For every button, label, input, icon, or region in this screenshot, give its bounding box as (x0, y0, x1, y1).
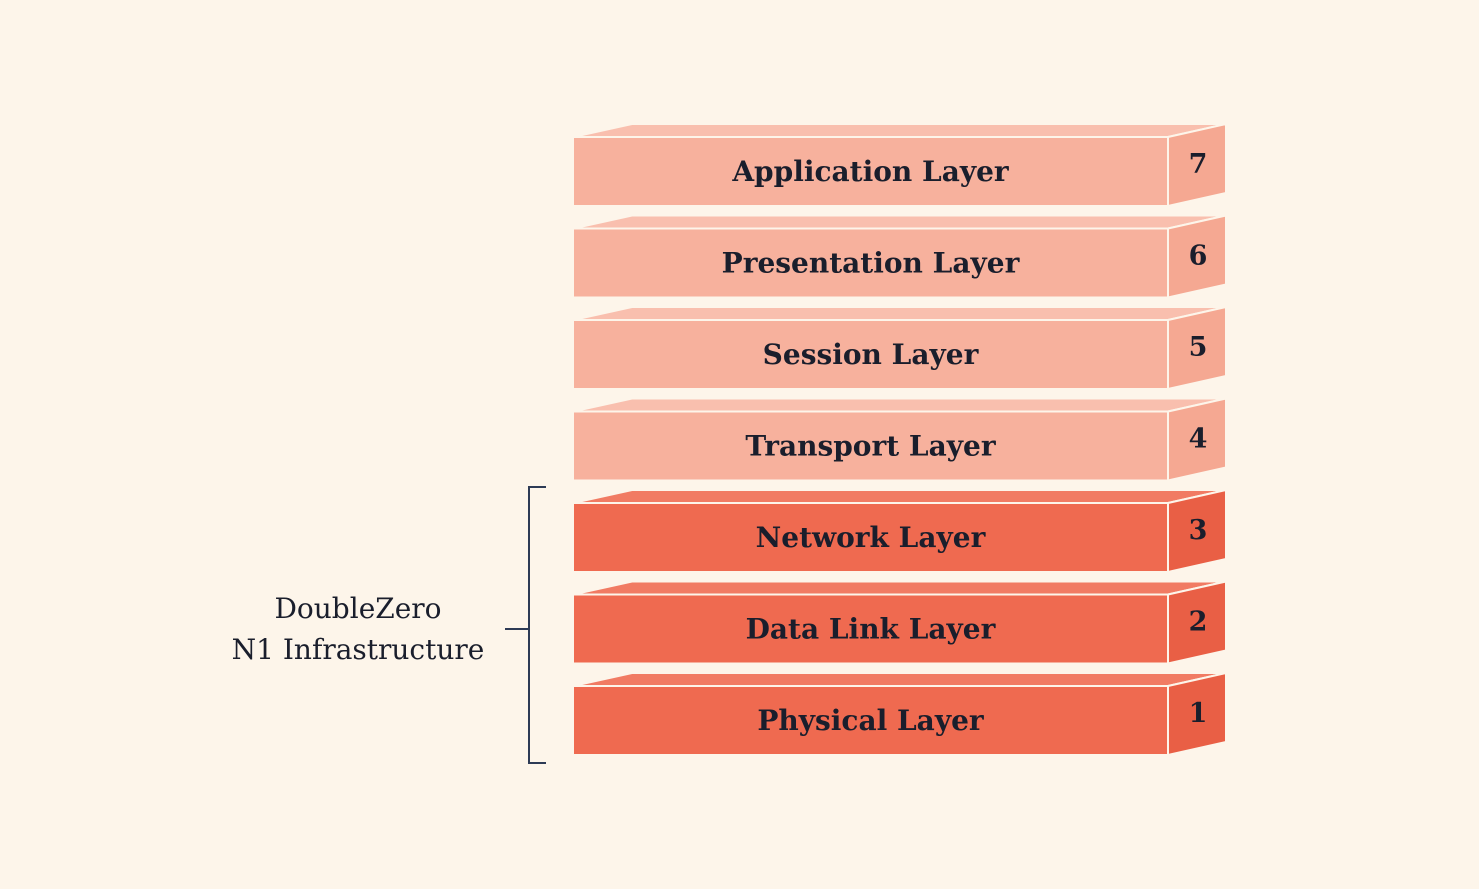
layer-label: Network Layer (756, 521, 987, 554)
layer-front-face (572, 319, 1169, 390)
layer-block-5: Session Layer 5 (572, 306, 1227, 390)
layer-front-face (572, 502, 1169, 573)
layer-top-face (572, 306, 1227, 321)
group-caption-line-2: N1 Infrastructure (231, 633, 485, 666)
layer-number: 7 (1189, 149, 1208, 180)
layer-block-2: Data Link Layer 2 (572, 580, 1227, 665)
layer-label: Session Layer (763, 338, 980, 371)
layer-block-1: Physical Layer 1 (572, 672, 1227, 756)
layer-number: 1 (1189, 698, 1208, 729)
layer-block-4: Transport Layer 4 (572, 397, 1227, 482)
layer-number: 3 (1189, 515, 1208, 546)
layer-label: Transport Layer (745, 430, 996, 463)
group-caption: DoubleZero N1 Infrastructure (228, 588, 488, 670)
group-caption-line-1: DoubleZero (274, 592, 442, 625)
layer-front-face (572, 593, 1169, 665)
layer-label: Physical Layer (757, 704, 985, 737)
layer-number: 2 (1189, 607, 1208, 638)
group-bracket (505, 486, 546, 764)
layer-block-3: Network Layer 3 (572, 489, 1227, 573)
layer-number: 4 (1189, 424, 1208, 455)
layer-block-7: Application Layer 7 (572, 123, 1227, 207)
layer-top-face (572, 214, 1227, 230)
layer-front-face (572, 136, 1169, 207)
layer-top-face (572, 672, 1227, 687)
layer-top-face (572, 580, 1227, 596)
layer-top-face (572, 489, 1227, 504)
layer-label: Data Link Layer (746, 613, 997, 646)
layer-number: 6 (1189, 241, 1208, 272)
layer-label: Application Layer (731, 155, 1010, 188)
layer-label: Presentation Layer (722, 247, 1021, 280)
layer-number: 5 (1189, 332, 1208, 363)
layer-front-face (572, 685, 1169, 756)
layer-front-face (572, 410, 1169, 482)
layer-front-face (572, 227, 1169, 299)
layer-top-face (572, 397, 1227, 413)
layer-block-6: Presentation Layer 6 (572, 214, 1227, 299)
layer-top-face (572, 123, 1227, 138)
